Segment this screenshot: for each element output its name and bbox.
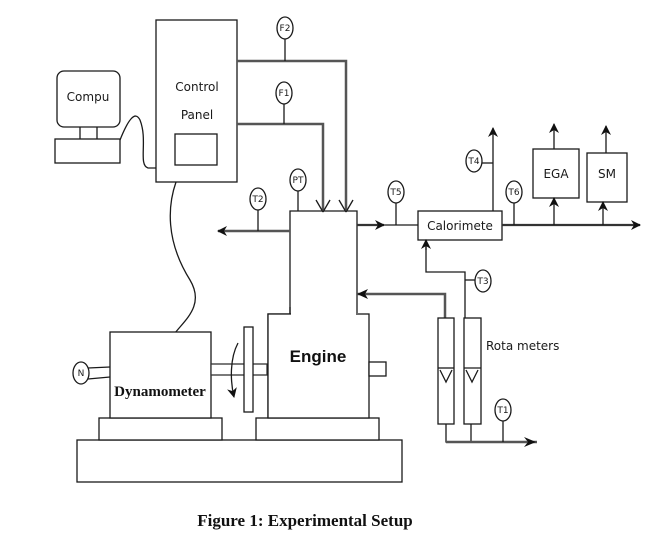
base-frame bbox=[76, 439, 403, 483]
engine-head bbox=[289, 210, 358, 312]
sensor-t6 bbox=[505, 180, 523, 204]
computer: Compu bbox=[54, 70, 121, 164]
sensor-f1-label: F1 bbox=[279, 89, 290, 99]
sensor-t5 bbox=[387, 180, 405, 204]
flywheel bbox=[243, 326, 254, 413]
sensor-n bbox=[72, 361, 90, 385]
control-panel-label-line1: Control bbox=[175, 80, 218, 94]
sensor-t3 bbox=[474, 269, 492, 293]
computer-monitor bbox=[56, 70, 121, 128]
sensor-t2 bbox=[249, 187, 267, 211]
control-panel-display bbox=[174, 133, 218, 166]
sensor-t4 bbox=[465, 149, 483, 173]
ega-label: EGA bbox=[543, 167, 569, 181]
engine-water-in bbox=[357, 292, 447, 318]
calorimeter-water-in bbox=[425, 241, 466, 318]
shaft bbox=[210, 363, 268, 376]
computer-label: Compu bbox=[67, 90, 110, 104]
rotameters: Rota meters bbox=[437, 317, 559, 425]
control-panel-label-line2: Panel bbox=[181, 108, 213, 122]
exhaust-gas-analyzer bbox=[532, 148, 580, 199]
dynamometer-cable bbox=[169, 181, 196, 334]
rotation-arrow bbox=[227, 342, 239, 398]
sensor-t2-label: T2 bbox=[251, 195, 263, 205]
sensor-t6-label: T6 bbox=[507, 188, 519, 198]
calorimeter-label: Calorimete bbox=[427, 219, 493, 233]
sensor-t1 bbox=[494, 398, 512, 422]
dynamometer bbox=[109, 331, 212, 419]
sm-label: SM bbox=[598, 167, 616, 181]
dynamometer-label: Dynamometer bbox=[114, 384, 206, 400]
sensor-t5-label: T5 bbox=[389, 188, 401, 198]
sensor-n-label: N bbox=[78, 369, 85, 379]
sensor-f2-label: F2 bbox=[280, 24, 291, 34]
sensor-t1-label: T1 bbox=[496, 406, 508, 416]
sensor-pt bbox=[289, 168, 307, 192]
sensor-t3-label: T3 bbox=[476, 277, 488, 287]
fuel-line-f2 bbox=[237, 59, 348, 210]
engine bbox=[267, 313, 370, 419]
control-panel: Control Panel bbox=[155, 19, 238, 183]
sensor-t4-label: T4 bbox=[467, 157, 479, 167]
sensor-f2 bbox=[276, 16, 294, 40]
sensor-pt-label: PT bbox=[293, 176, 304, 186]
calorimeter bbox=[417, 210, 503, 241]
engine-mount bbox=[255, 417, 380, 441]
rotameter-2 bbox=[463, 317, 482, 425]
rotameters-label: Rota meters bbox=[486, 339, 559, 353]
fuel-line-f1 bbox=[237, 122, 325, 210]
engine-label: Engine bbox=[290, 347, 347, 366]
sensor-f1 bbox=[275, 81, 293, 105]
computer-base bbox=[54, 138, 121, 164]
computer-cable bbox=[119, 115, 156, 169]
dynamometer-mount bbox=[98, 417, 223, 441]
engine-shaft-stub bbox=[368, 361, 387, 377]
figure-caption: Figure 1: Experimental Setup bbox=[197, 511, 412, 530]
